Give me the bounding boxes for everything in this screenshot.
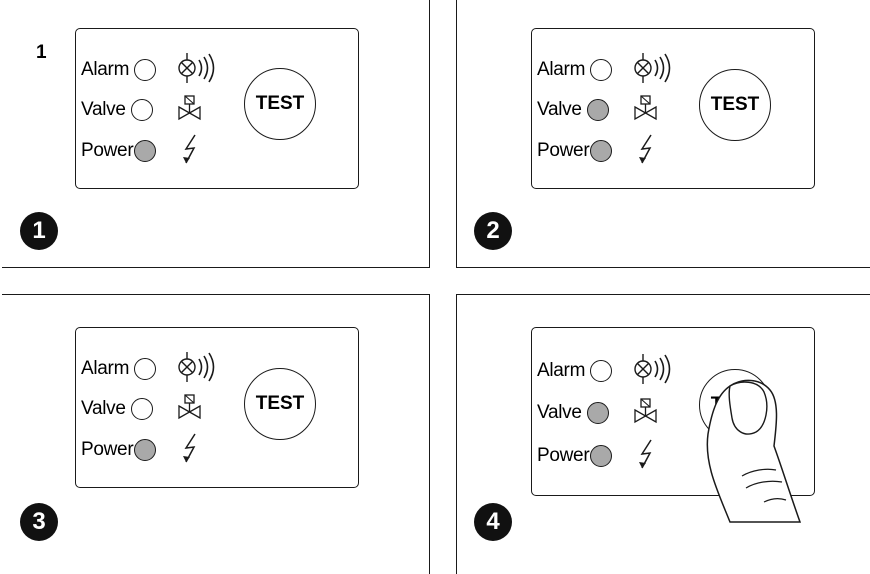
alarm-led xyxy=(590,360,613,382)
valve-label: Valve xyxy=(537,99,582,120)
alarm-bell-icon xyxy=(178,53,215,83)
alarm-bell-icon xyxy=(634,354,671,384)
valve-row: Valve xyxy=(537,398,609,428)
valve-label: Valve xyxy=(537,402,582,423)
test-button[interactable]: TEST xyxy=(244,68,316,140)
valve-led xyxy=(130,99,153,121)
step-badge-1: 1 xyxy=(20,212,58,250)
power-row: Power xyxy=(537,441,613,471)
figure-marker: 1 xyxy=(36,42,47,63)
power-label: Power xyxy=(537,445,590,466)
step-badge-3: 3 xyxy=(20,503,58,541)
alarm-bell-icon xyxy=(634,53,671,83)
power-row: Power xyxy=(81,136,157,166)
alarm-label: Alarm xyxy=(537,360,586,381)
power-led xyxy=(590,140,613,162)
lightning-icon xyxy=(639,134,652,164)
step-frame-2 xyxy=(456,0,870,268)
step-badge-2: 2 xyxy=(474,212,512,250)
alarm-row: Alarm xyxy=(81,354,157,384)
step-frame-3 xyxy=(2,294,430,574)
power-label: Power xyxy=(537,140,590,161)
valve-row: Valve xyxy=(81,394,153,424)
alarm-label: Alarm xyxy=(81,59,130,80)
power-led xyxy=(134,140,157,162)
valve-label: Valve xyxy=(81,99,126,120)
valve-led xyxy=(586,99,609,121)
alarm-led xyxy=(134,358,157,380)
alarm-led xyxy=(134,59,157,81)
alarm-row: Alarm xyxy=(537,55,613,85)
valve-row: Valve xyxy=(537,95,609,125)
alarm-row: Alarm xyxy=(81,55,157,85)
step-frame-1 xyxy=(2,0,430,268)
valve-icon xyxy=(178,95,201,121)
step-frame-4 xyxy=(456,294,870,574)
control-panel-2: Alarm Valve Power TEST xyxy=(531,28,815,189)
finger-icon xyxy=(706,379,802,523)
valve-icon xyxy=(178,394,201,420)
alarm-row: Alarm xyxy=(537,356,613,386)
control-panel-1: Alarm Valve Power TEST xyxy=(75,28,359,189)
lightning-icon xyxy=(183,433,196,463)
alarm-bell-icon xyxy=(178,352,215,382)
test-button[interactable]: TEST xyxy=(244,368,316,440)
test-button[interactable]: TEST xyxy=(699,69,771,141)
valve-led xyxy=(130,398,153,420)
valve-led xyxy=(586,402,609,424)
alarm-label: Alarm xyxy=(537,59,586,80)
power-label: Power xyxy=(81,140,134,161)
valve-icon xyxy=(634,398,657,424)
lightning-icon xyxy=(639,439,652,469)
step-badge-4: 4 xyxy=(474,503,512,541)
power-row: Power xyxy=(81,435,157,465)
alarm-led xyxy=(590,59,613,81)
control-panel-3: Alarm Valve Power TEST xyxy=(75,327,359,488)
power-led xyxy=(590,445,613,467)
valve-row: Valve xyxy=(81,95,153,125)
power-led xyxy=(134,439,157,461)
alarm-label: Alarm xyxy=(81,358,130,379)
lightning-icon xyxy=(183,134,196,164)
power-row: Power xyxy=(537,136,613,166)
power-label: Power xyxy=(81,439,134,460)
valve-icon xyxy=(634,95,657,121)
valve-label: Valve xyxy=(81,398,126,419)
